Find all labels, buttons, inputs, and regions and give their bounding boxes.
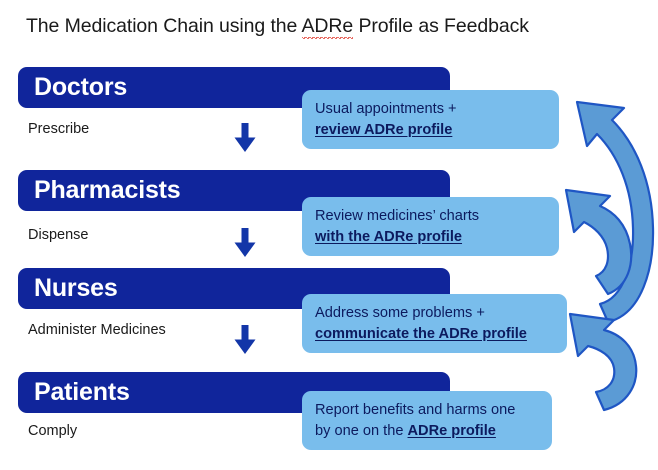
nurses-callout[interactable]: Address some problems + communicate the …: [302, 294, 567, 354]
stage-title-nurses: Nurses: [34, 273, 118, 302]
stage-bar-doctors[interactable]: Doctors: [18, 67, 450, 108]
down-arrow-icon: [232, 123, 258, 153]
callout-line-plain: by one on the: [315, 422, 408, 439]
pharmacists-callout[interactable]: Review medicines’ charts with the ADRe p…: [302, 197, 559, 257]
stage-title-doctors: Doctors: [34, 72, 128, 101]
stage-title-patients: Patients: [34, 377, 130, 406]
callout-line-emphasis: ADRe profile: [407, 422, 496, 439]
stage-action-patients: Comply: [28, 423, 78, 439]
patients-callout[interactable]: Report benefits and harms one by one on …: [302, 391, 552, 451]
stage-action-nurses: Administer Medicines: [28, 322, 166, 338]
page-title: The Medication Chain using the ADRe Prof…: [26, 15, 636, 39]
stage-action-doctors: Prescribe: [28, 121, 90, 137]
title-text-before: The Medication Chain using the: [26, 15, 302, 37]
callout-line-mixed: by one on the ADRe profile: [315, 421, 540, 442]
feedback-arrow-long: [575, 100, 655, 324]
doctors-callout[interactable]: Usual appointments + review ADRe profile: [302, 90, 559, 150]
title-text-after: Profile as Feedback: [353, 15, 529, 37]
stage-title-pharmacists: Pharmacists: [34, 175, 181, 204]
callout-line: Report benefits and harms one: [315, 402, 516, 418]
feedback-arrow-short: [568, 312, 638, 412]
callout-line-emphasis: with the ADRe profile: [315, 228, 463, 245]
title-misspelled-word: ADRe: [301, 15, 354, 39]
callout-line: Usual appointments +: [315, 101, 457, 117]
callout-line-emphasis: communicate the ADRe profile: [315, 325, 527, 342]
callout-line: Review medicines’ charts: [315, 208, 480, 224]
feedback-arrow-medium: [564, 188, 633, 296]
down-arrow-icon: [232, 325, 258, 355]
callout-line: Address some problems +: [315, 305, 485, 321]
stage-action-pharmacists: Dispense: [28, 227, 89, 243]
down-arrow-icon: [232, 228, 258, 258]
callout-line-emphasis: review ADRe profile: [315, 121, 453, 138]
